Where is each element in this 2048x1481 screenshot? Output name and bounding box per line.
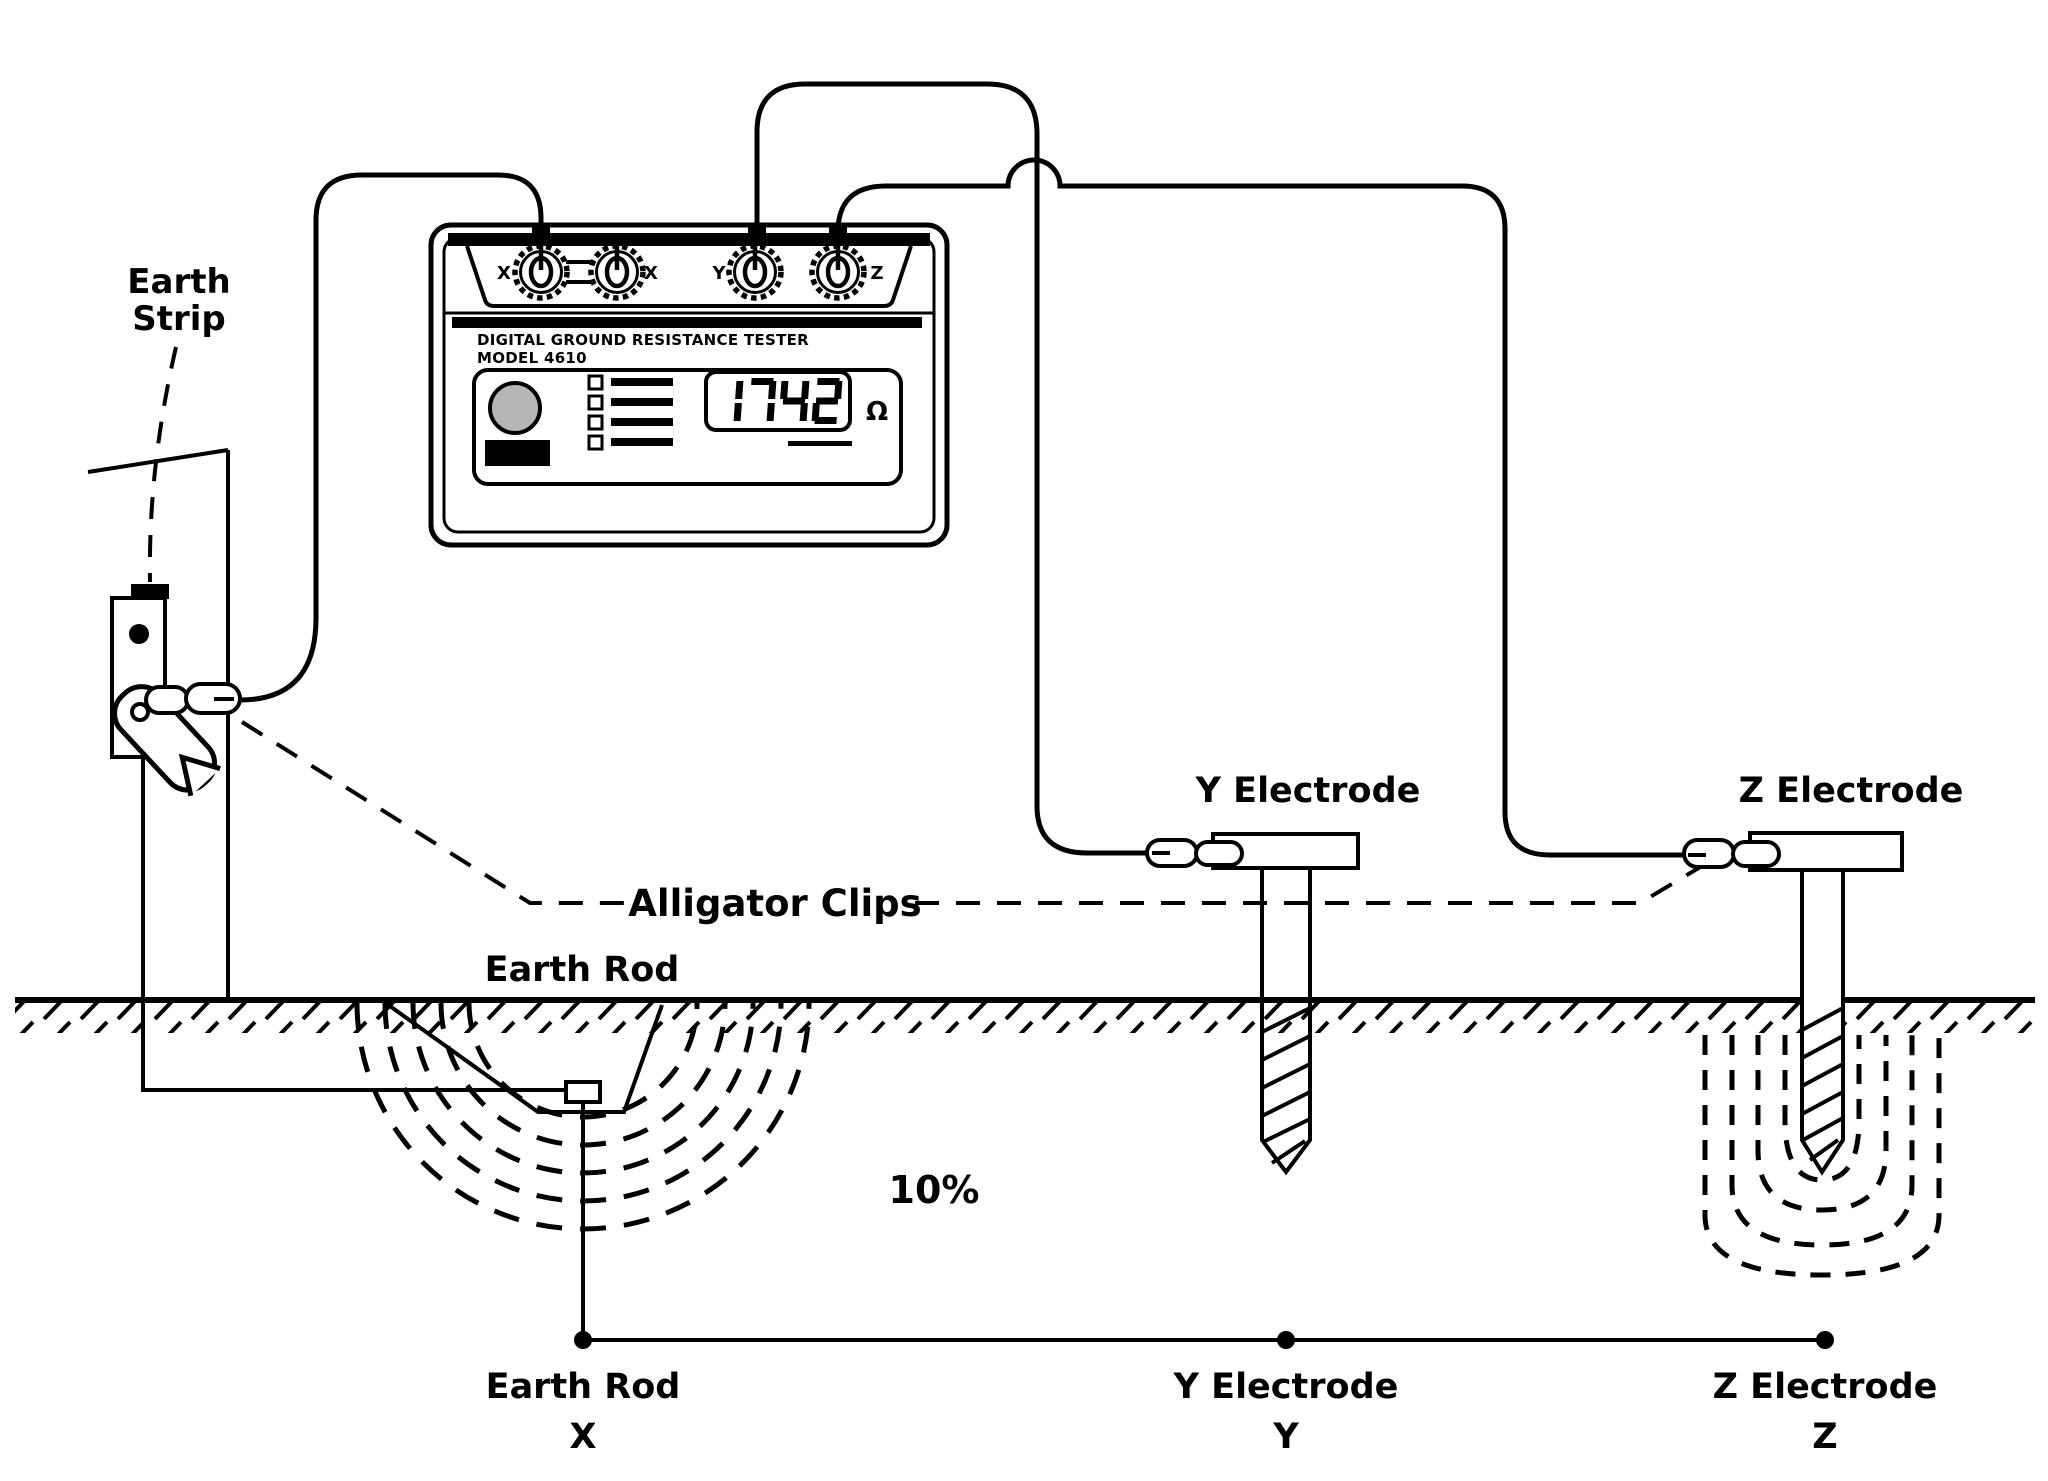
device-title: DIGITAL GROUND RESISTANCE TESTER — [477, 331, 809, 349]
clip-boot — [144, 685, 190, 715]
z-field-lines — [1702, 1035, 1942, 1278]
terminal-knob-x2[interactable] — [588, 243, 646, 301]
earth-strip-label: Earth — [127, 262, 230, 302]
z-electrode-assembly: Z Electrode — [1682, 771, 1964, 1278]
device-model: MODEL 4610 — [477, 349, 587, 367]
terminal-label-x1: X — [497, 263, 511, 284]
terminal-tray — [465, 245, 913, 308]
y-electrode-rod — [1260, 868, 1312, 1176]
front-panel — [472, 368, 903, 486]
lcd-display — [704, 370, 852, 432]
alligator-clip-y[interactable] — [1145, 838, 1244, 868]
indicator-checkbox — [587, 434, 604, 451]
z-electrode-label: Z Electrode — [1739, 771, 1964, 811]
callout-dashed-line-left — [240, 720, 640, 905]
axis-letter-z: Z — [1812, 1417, 1837, 1457]
ground-hatching — [15, 1003, 2035, 1033]
alligator-clips-label: Alligator Clips — [628, 882, 921, 925]
range-knob[interactable] — [488, 381, 542, 435]
indicator-bar — [611, 418, 673, 426]
z-lead-wire — [835, 157, 1693, 858]
indicator-checkbox — [587, 414, 604, 431]
axis-point-z — [1816, 1331, 1834, 1349]
indicator-bar — [611, 438, 673, 446]
earth-rod-head — [564, 1080, 602, 1104]
y-electrode-label: Y Electrode — [1195, 771, 1421, 811]
axis-letter-x: X — [570, 1417, 597, 1457]
distance-percent-label: 10% — [889, 1168, 980, 1212]
indicator-bar — [611, 378, 673, 386]
distance-axis: Earth Rod X Y Electrode Y Z Electrode Z — [486, 1331, 1938, 1457]
tester-case — [428, 222, 950, 548]
indicator-checkbox — [587, 394, 604, 411]
alligator-clip-z[interactable] — [1682, 838, 1781, 869]
axis-label-y: Y Electrode — [1173, 1367, 1399, 1407]
earth-rod-label: Earth Rod — [485, 950, 680, 990]
ground-resistance-tester: X X Y Z DIGITAL GROUND RESISTANCE TESTER… — [428, 222, 950, 548]
axis-label-x: Earth Rod — [486, 1367, 681, 1407]
axis-letter-y: Y — [1272, 1417, 1299, 1457]
ground-surface — [15, 997, 2035, 1033]
terminal-lug-x — [532, 225, 550, 234]
terminal-knob-x1[interactable] — [512, 243, 570, 301]
clip-boot — [1194, 840, 1244, 867]
indicator-checkbox — [587, 374, 604, 391]
range-indicator-list — [587, 374, 673, 451]
panel-band — [452, 317, 922, 328]
terminal-lug-y — [748, 225, 766, 234]
terminal-knob-z[interactable] — [809, 243, 867, 301]
strip-bolt — [129, 624, 149, 644]
indicator-bar — [611, 398, 673, 406]
z-rod-hatching — [1801, 1006, 1844, 1162]
earth-rod-assembly: Earth Rod — [354, 950, 812, 1336]
clip-boot — [1731, 840, 1781, 868]
test-leads — [237, 81, 1693, 858]
y-electrode-assembly: Y Electrode — [1145, 771, 1421, 1176]
clip-boot — [184, 682, 242, 715]
terminal-label-x2: X — [644, 263, 658, 284]
earth-strip-label: Strip — [132, 299, 226, 339]
earth-strip-conductor — [141, 757, 566, 1092]
terminal-strip — [448, 233, 930, 246]
alligator-clips-callout: Alligator Clips — [240, 720, 1704, 925]
axis-point-x — [574, 1331, 592, 1349]
earth-strip-leader-line — [147, 346, 178, 583]
terminal-knob-y[interactable] — [726, 243, 784, 301]
strip-terminal-nub — [131, 584, 169, 599]
test-button[interactable] — [485, 440, 550, 466]
lcd-digit-readout — [733, 378, 843, 424]
terminal-label-y: Y — [711, 263, 726, 284]
alligator-clip-x[interactable] — [105, 677, 242, 800]
earth-strip-assembly: Earth Strip — [87, 262, 566, 1092]
axis-label-z: Z Electrode — [1713, 1367, 1938, 1407]
y-rod-hatching — [1261, 1006, 1311, 1165]
terminal-lug-z — [829, 225, 847, 234]
display-underline — [788, 441, 852, 446]
terminal-label-z: Z — [870, 263, 883, 284]
x-lead-wire — [237, 172, 544, 703]
axis-point-y — [1277, 1331, 1295, 1349]
display-unit: Ω — [866, 397, 888, 427]
y-lead-wire — [754, 81, 1155, 856]
